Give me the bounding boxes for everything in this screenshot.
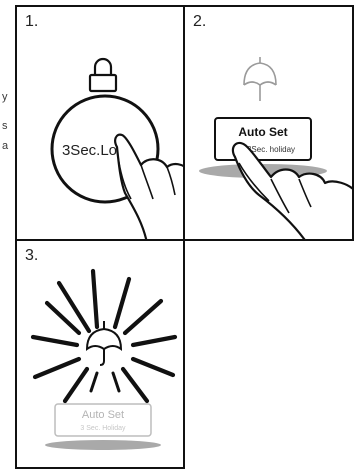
auto-set-sublabel: 3Sec. holiday xyxy=(247,145,295,154)
auto-set-label: Auto Set xyxy=(238,125,287,139)
step-2-panel: 2. Auto Set 3Sec. holiday xyxy=(183,5,354,241)
auto-set-button[interactable]: Auto Set 3Sec. holiday xyxy=(215,118,311,160)
auto-set-button[interactable]: Auto Set 3 Sec. Holiday xyxy=(55,404,151,436)
step-3-panel: 3. Auto Set 3 Sec. Holiday xyxy=(15,239,185,469)
step-2-illustration: Auto Set 3Sec. holiday xyxy=(185,7,354,241)
button-shadow xyxy=(45,440,161,450)
side-text-fragment-1: y xyxy=(2,92,8,103)
lock-icon xyxy=(90,59,116,91)
step-1-panel: 1. 3Sec.Lock xyxy=(15,5,185,241)
side-text-fragment-3: a xyxy=(2,141,8,152)
umbrella-icon xyxy=(244,57,276,101)
step-3-illustration: Auto Set 3 Sec. Holiday xyxy=(17,241,185,469)
side-text-fragment-2: s xyxy=(2,121,8,132)
step-1-illustration: 3Sec.Lock xyxy=(17,7,185,241)
auto-set-label: Auto Set xyxy=(82,409,124,421)
auto-set-sublabel: 3 Sec. Holiday xyxy=(80,425,126,432)
